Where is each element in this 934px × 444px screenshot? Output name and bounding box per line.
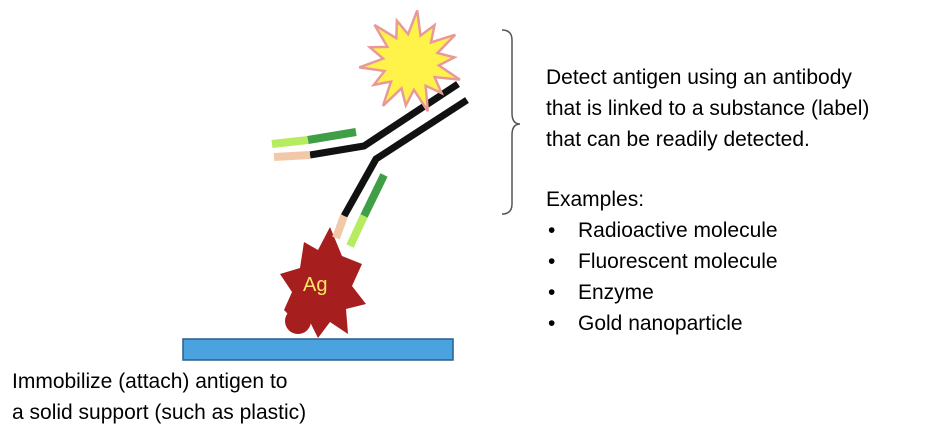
support-caption: Immobilize (attach) antigen to a solid s… [12, 366, 306, 428]
example-item-fluorescent: Fluorescent molecule [546, 246, 778, 277]
antibody-lower-arm-light-green-segment [346, 214, 368, 248]
examples-list: Radioactive molecule Fluorescent molecul… [546, 215, 778, 339]
description-line-3: that can be readily detected. [546, 128, 810, 151]
antibody-left-arm-dark-green-segment [307, 128, 357, 144]
description-text: Detect antigen using an antibody that is… [546, 62, 869, 155]
example-item-radioactive: Radioactive molecule [546, 215, 778, 246]
solid-support [182, 338, 454, 361]
caption-line-2: a solid support (such as plastic) [12, 401, 307, 424]
description-line-2: that is linked to a substance (label) [546, 97, 870, 120]
antigen-knob [285, 308, 311, 334]
antibody-left-arm-light-green-segment [271, 136, 309, 148]
antibody-heavy-chain-right [340, 97, 469, 218]
antigen-label: Ag [303, 274, 327, 296]
antibody-lower-arm-peach-segment [332, 214, 348, 240]
examples-heading: Examples: [546, 188, 645, 211]
antibody [271, 81, 469, 248]
description-line-1: Detect antigen using an antibody [546, 66, 852, 89]
antibody-lower-arm-dark-green-segment [360, 173, 388, 218]
example-item-gold: Gold nanoparticle [546, 308, 778, 339]
detection-label-burst [358, 9, 461, 112]
bracket [501, 29, 521, 215]
antigen: Ag [280, 227, 366, 338]
example-item-enzyme: Enzyme [546, 277, 778, 308]
antibody-left-arm-peach-segment [273, 151, 311, 161]
caption-line-1: Immobilize (attach) antigen to [12, 370, 288, 393]
